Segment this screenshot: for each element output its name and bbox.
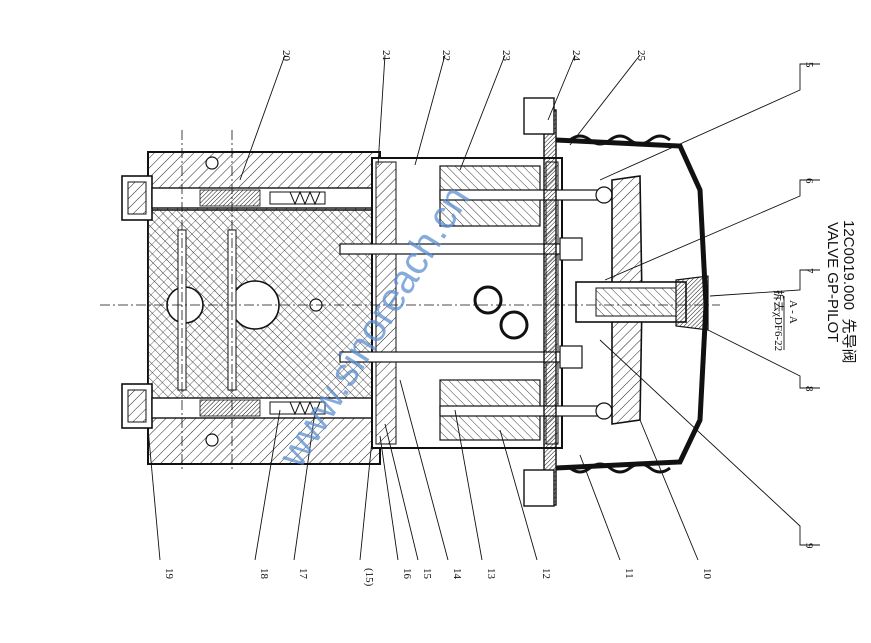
handle-lever (575, 175, 709, 425)
callout-8: 8 (803, 386, 815, 392)
upper-housing (339, 157, 613, 449)
callout-17: 17 (297, 568, 309, 580)
section-sub: 拆去χDF6-22 (772, 290, 786, 351)
section-label: A - A (787, 300, 799, 324)
callout-25: 25 (635, 50, 647, 62)
section-note: A - A 拆去χDF6-22 (772, 290, 799, 351)
callouts-right: 5 6 7 8 9 (803, 62, 815, 549)
drawing-code: 12C0019.000 (840, 220, 857, 311)
callout-24: 24 (570, 50, 582, 62)
callout-9: 9 (803, 543, 815, 549)
mounting-flange (523, 97, 557, 507)
drawing-name-cn: 先导阀 (840, 318, 857, 364)
callout-20: 20 (280, 50, 292, 62)
callout-14: 14 (451, 568, 463, 580)
callout-15-paren: (15) (363, 568, 375, 587)
callout-15: 15 (421, 568, 433, 580)
callout-22: 22 (440, 50, 452, 61)
callouts-bottom: 19 18 17 (15) 16 15 14 13 12 11 10 (163, 568, 713, 587)
callout-12: 12 (540, 568, 552, 579)
callout-23: 23 (500, 50, 512, 62)
callout-19: 19 (163, 568, 175, 580)
callout-6: 6 (803, 178, 815, 184)
callouts-top: 20 21 22 23 24 25 (280, 50, 647, 62)
callout-18: 18 (258, 568, 270, 580)
callout-5: 5 (803, 62, 815, 68)
callout-11: 11 (623, 568, 635, 579)
drawing-name-en: VALVE GP-PILOT (824, 222, 841, 343)
callout-13: 13 (485, 568, 497, 580)
callout-10: 10 (701, 568, 713, 580)
callout-7: 7 (803, 268, 815, 274)
centerlines (100, 130, 720, 470)
callout-16: 16 (401, 568, 413, 580)
leader-lines (147, 54, 820, 561)
callout-21: 21 (380, 50, 392, 61)
title-code-line: 12C0019.000 先导阀 (839, 220, 860, 363)
